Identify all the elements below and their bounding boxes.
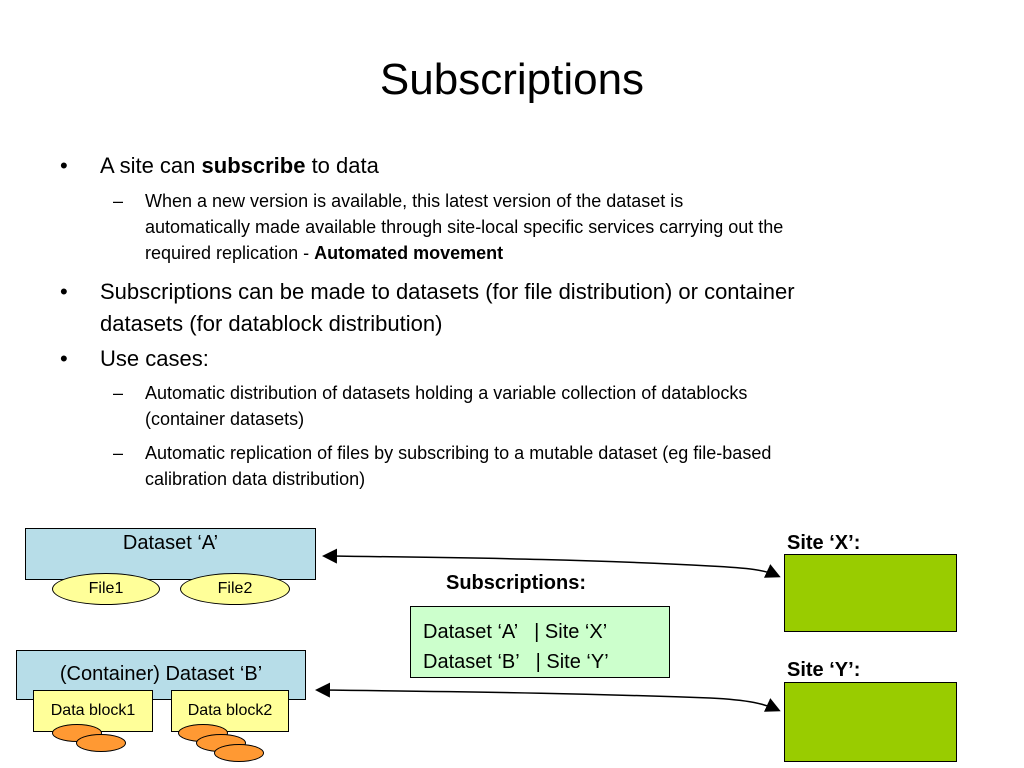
file1-label: File1 [88, 580, 124, 597]
bullet-marker: • [60, 279, 68, 304]
bullet-subscriptions-datasets: Subscriptions can be made to datasets (f… [100, 276, 960, 340]
sub-bullet-line: Automatic replication of files by subscr… [145, 443, 772, 463]
arrow-dataset-b-site-y [315, 682, 781, 712]
bullet-use-cases: Use cases: [100, 346, 209, 371]
bullet-bold-text: subscribe [201, 153, 306, 178]
dash-marker: – [113, 443, 124, 463]
bullet-subscribe: A site can subscribe to data [100, 150, 960, 182]
sub-bullet-line: calibration data distribution) [145, 469, 366, 489]
sub-bullet-new-version: When a new version is available, this la… [145, 188, 975, 266]
bullet-marker: • [60, 346, 68, 371]
bullet-marker: • [60, 153, 68, 178]
bullet-text: to data [305, 153, 379, 178]
datablock1-label: Data block1 [50, 702, 136, 719]
arrow-dataset-a-site-x [322, 548, 781, 578]
file2-label: File2 [217, 580, 253, 597]
site-x-box [784, 554, 957, 632]
sub-bullet-text: required replication - [145, 243, 315, 263]
sub-bullet-line: (container datasets) [145, 409, 305, 429]
sub-bullet-automatic-distribution: Automatic distribution of datasets holdi… [145, 380, 975, 432]
file-ellipse [76, 734, 126, 752]
datablock2-box: Data block2 [171, 690, 289, 732]
subscriptions-table: Dataset ‘A’ | Site ‘X’ Dataset ‘B’ | Sit… [410, 606, 670, 678]
site-y-box [784, 682, 957, 762]
dataset-a-label: Dataset ‘A’ [122, 532, 219, 554]
sub-bullet-automatic-replication: Automatic replication of files by subscr… [145, 440, 975, 492]
site-x-label: Site ‘X’: [787, 532, 861, 554]
bullet-line: Subscriptions can be made to datasets (f… [100, 279, 795, 304]
bullet-line: datasets (for datablock distribution) [100, 311, 443, 336]
sub-bullet-line: automatically made available through sit… [145, 217, 784, 237]
file-ellipse [214, 744, 264, 762]
dash-marker: – [113, 383, 124, 403]
subscription-row: Dataset ‘A’ | Site ‘X’ [423, 621, 608, 643]
subscription-row: Dataset ‘B’ | Site ‘Y’ [423, 651, 609, 673]
page-title: Subscriptions [379, 55, 645, 104]
sub-bullet-line: Automatic distribution of datasets holdi… [145, 383, 748, 403]
sub-bullet-bold-text: Automated movement [314, 243, 504, 263]
bullet-text: A site can [100, 153, 202, 178]
file2-ellipse: File2 [180, 573, 290, 605]
file1-ellipse: File1 [52, 573, 160, 605]
site-y-label: Site ‘Y’: [787, 659, 861, 681]
sub-bullet-line: When a new version is available, this la… [145, 191, 684, 211]
dash-marker: – [113, 191, 124, 211]
bullet-list: • A site can subscribe to data – When a … [60, 150, 975, 492]
datablock2-label: Data block2 [187, 702, 273, 719]
sub-bullet-line: required replication - Automated movemen… [145, 240, 975, 266]
dataset-b-label: (Container) Dataset ‘B’ [59, 663, 263, 685]
dataset-a-box: Dataset ‘A’ [25, 528, 316, 580]
